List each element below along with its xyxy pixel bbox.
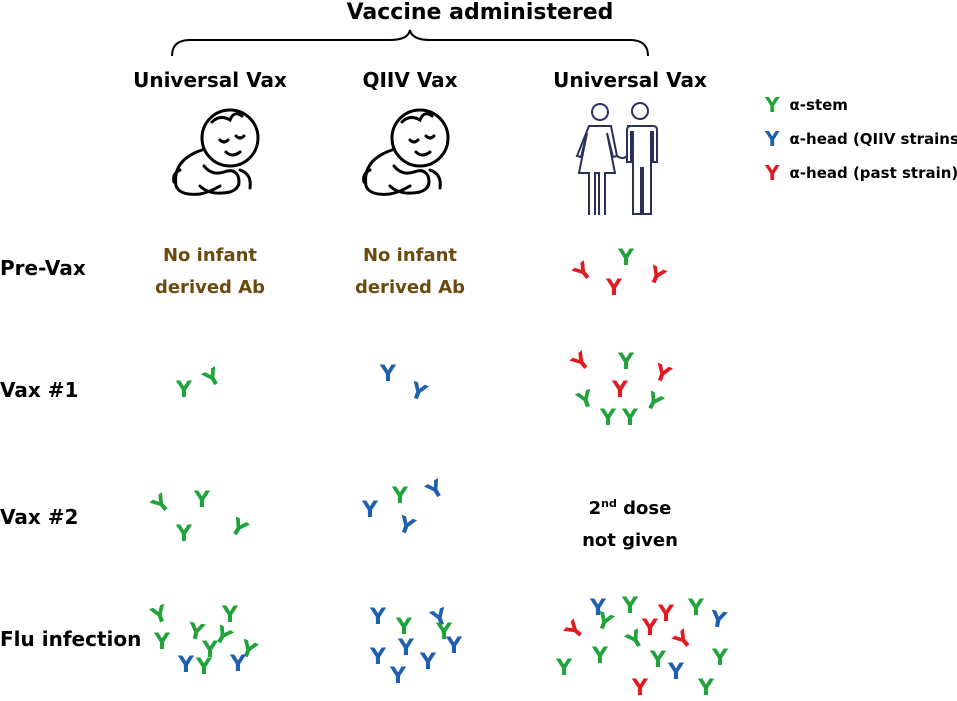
diagram-title: Vaccine administered (346, 0, 614, 25)
antibody-icon: Y (178, 653, 194, 678)
note-line: derived Ab (154, 277, 266, 298)
antibody-icon: Y (632, 676, 648, 701)
antibody-icon: Y (688, 596, 704, 621)
antibody-red-icon: Y (765, 161, 780, 185)
legend-item-stem: Y α-stem (765, 88, 957, 122)
legend-label: α-head (past strain) (789, 164, 957, 182)
row-header-vax-2: Vax #2 (0, 505, 79, 529)
antibody-icon: Y (390, 664, 406, 689)
antibody-icon: Y (406, 378, 430, 408)
antibody-icon: Y (708, 606, 729, 635)
infant-icon (362, 108, 450, 196)
antibody-icon: Y (176, 378, 192, 403)
antibody-icon: Y (396, 615, 412, 640)
antibody-icon: Y (569, 257, 598, 288)
antibody-icon: Y (154, 630, 170, 655)
antibody-icon: Y (642, 616, 658, 641)
bracket-brace (171, 29, 649, 57)
no-infant-ab-note: No infant derived Ab (340, 240, 480, 304)
antibody-icon: Y (230, 652, 246, 677)
antibody-icon: Y (370, 645, 386, 670)
antibody-icon: Y (398, 636, 414, 661)
antibody-icon: Y (370, 605, 386, 630)
infant-icon (172, 108, 260, 196)
antibody-icon: Y (560, 616, 591, 645)
no-infant-ab-note: No infant derived Ab (140, 240, 280, 304)
note-line: not given (582, 530, 678, 551)
legend-label: α-stem (789, 96, 848, 114)
antibody-icon: Y (650, 648, 666, 673)
antibody-icon: Y (712, 646, 728, 671)
legend-item-head-qiiv: Y α-head (QIIV strains) (765, 122, 957, 156)
antibody-icon: Y (574, 386, 598, 416)
antibody-icon: Y (394, 512, 418, 542)
antibody-icon: Y (567, 347, 596, 378)
row-header-flu-infection: Flu infection (0, 627, 142, 651)
antibody-icon: Y (590, 596, 606, 621)
column-header-universal-vax-infant: Universal Vax (133, 68, 287, 92)
antibody-icon: Y (658, 602, 674, 627)
antibody-icon: Y (147, 489, 176, 520)
antibody-icon: Y (618, 246, 634, 271)
row-header-pre-vax: Pre-Vax (0, 256, 86, 280)
note-superscript: nd (601, 497, 617, 510)
note-text: dose (616, 498, 672, 519)
antibody-icon: Y (194, 488, 210, 513)
legend-label: α-head (QIIV strains) (789, 130, 957, 148)
column-header-qiiv-vax: QIIV Vax (362, 68, 458, 92)
antibody-icon: Y (618, 350, 634, 375)
antibody-icon: Y (600, 406, 616, 431)
antibody-icon: Y (222, 603, 238, 628)
row-header-vax-1: Vax #1 (0, 378, 79, 402)
antibody-icon: Y (446, 634, 462, 659)
antibody-icon: Y (698, 676, 714, 701)
antibody-icon: Y (668, 660, 684, 685)
antibody-green-icon: Y (765, 93, 780, 117)
antibody-icon: Y (436, 620, 452, 645)
antibody-icon: Y (196, 655, 212, 680)
note-line: 2nd dose (555, 488, 705, 525)
antibody-icon: Y (199, 363, 226, 394)
antibody-icon: Y (622, 406, 638, 431)
note-line: No infant (162, 245, 258, 266)
antibody-icon: Y (380, 362, 396, 387)
antibody-blue-icon: Y (765, 127, 780, 151)
antibody-icon: Y (669, 625, 698, 656)
note-text: 2 (588, 498, 602, 519)
antibody-icon: Y (612, 378, 628, 403)
antibody-icon: Y (622, 594, 638, 619)
antibody-icon: Y (148, 601, 172, 631)
antibody-icon: Y (362, 498, 378, 523)
antibody-icon: Y (176, 522, 192, 547)
second-dose-note: 2nd dose not given (555, 488, 705, 557)
antibody-icon: Y (643, 261, 669, 292)
antibody-icon: Y (392, 484, 408, 509)
antibody-icon: Y (202, 638, 218, 663)
antibody-icon: Y (650, 360, 674, 390)
antibody-icon: Y (640, 387, 667, 418)
column-header-universal-vax-adult: Universal Vax (553, 68, 707, 92)
note-line: derived Ab (354, 277, 466, 298)
antibody-icon: Y (606, 276, 622, 301)
antibody-icon: Y (225, 513, 252, 544)
antibody-icon: Y (420, 650, 436, 675)
antibody-icon: Y (422, 475, 449, 506)
antibody-icon: Y (556, 656, 572, 681)
note-line: No infant (362, 245, 458, 266)
adults-icon (575, 102, 658, 215)
antibody-icon: Y (592, 644, 608, 669)
legend: Y α-stem Y α-head (QIIV strains) Y α-hea… (765, 88, 957, 190)
legend-item-head-past: Y α-head (past strain) (765, 156, 957, 190)
